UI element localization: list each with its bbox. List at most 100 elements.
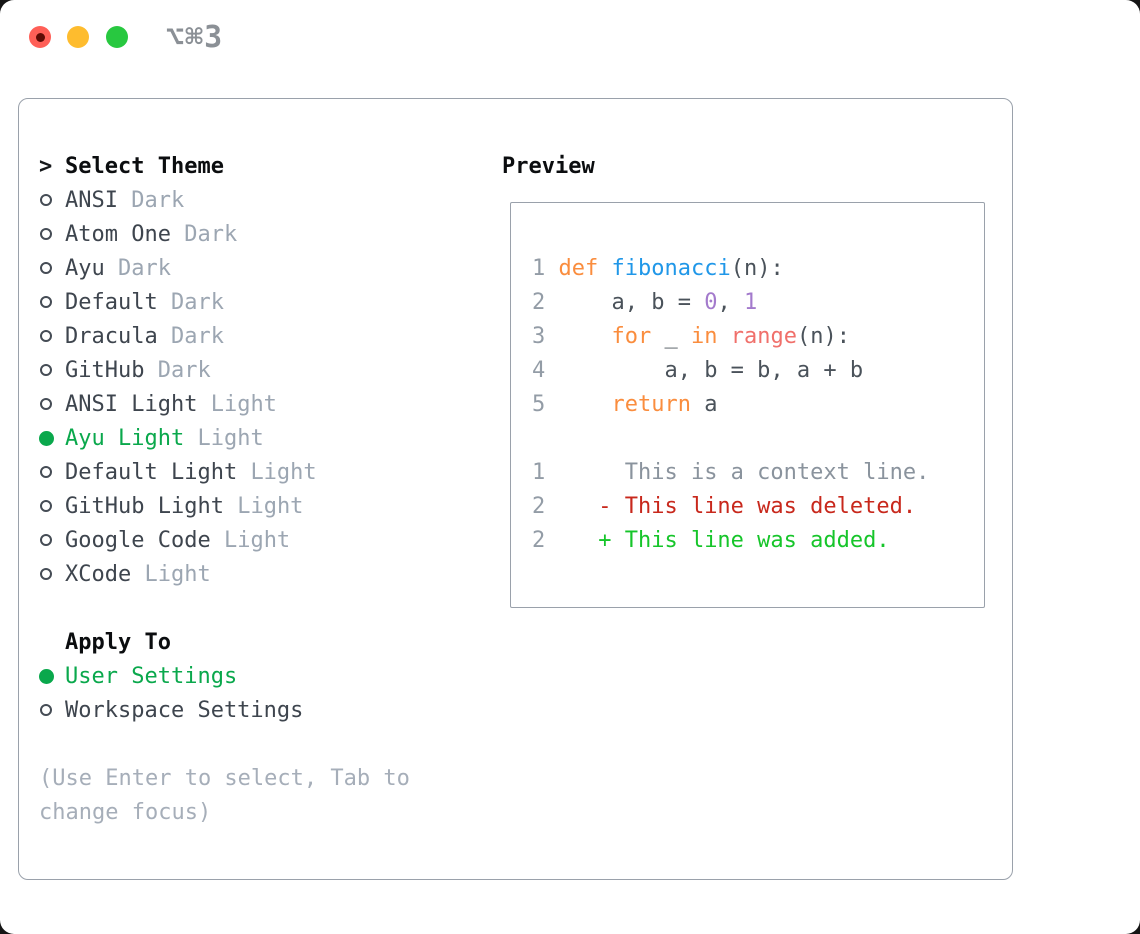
token-fg: (n): xyxy=(730,255,784,281)
apply-option-user-settings[interactable]: User Settings xyxy=(39,659,410,693)
theme-item-variant: Dark xyxy=(170,289,224,315)
theme-item-label: Default xyxy=(65,289,158,315)
diff-line: 2 + This line was added. xyxy=(532,523,984,557)
token-kw: for xyxy=(611,323,652,349)
apply-option-label: Workspace Settings xyxy=(65,697,304,723)
theme-list-header: > Select Theme xyxy=(39,149,410,183)
theme-item-label: Ayu xyxy=(65,255,105,281)
radio-unselected-icon xyxy=(40,262,52,274)
radio-unselected-icon xyxy=(40,296,52,308)
theme-item-variant: Dark xyxy=(131,187,185,213)
minimize-button[interactable] xyxy=(67,26,89,48)
window-shortcut-label: ⌥⌘3 xyxy=(166,19,224,55)
zoom-button[interactable] xyxy=(106,26,128,48)
theme-item-variant: Dark xyxy=(157,357,211,383)
token-fg: a, b = xyxy=(545,289,705,315)
token-lineno: 2 xyxy=(532,527,546,553)
apply-to-title: Apply To xyxy=(65,629,171,655)
token-kw: return xyxy=(611,391,691,417)
radio-unselected-icon xyxy=(40,466,52,478)
theme-item-atom-one[interactable]: Atom One Dark xyxy=(39,217,410,251)
theme-item-xcode[interactable]: XCode Light xyxy=(39,557,410,591)
theme-item-dracula[interactable]: Dracula Dark xyxy=(39,319,410,353)
token-fg: , xyxy=(717,289,744,315)
token-lineno: 1 xyxy=(532,459,546,485)
token-ctx: This is a context line. xyxy=(545,459,930,485)
token-lineno: 5 xyxy=(532,391,546,417)
token-num: 0 xyxy=(704,289,718,315)
token-lineno: 2 xyxy=(532,493,546,519)
theme-list-title: Select Theme xyxy=(65,153,224,179)
radio-unselected-icon xyxy=(40,330,52,342)
theme-item-ansi-light[interactable]: ANSI Light Light xyxy=(39,387,410,421)
radio-unselected-icon xyxy=(40,228,52,240)
apply-option-label: User Settings xyxy=(65,663,238,689)
hint-line: change focus) xyxy=(39,799,212,825)
theme-item-ayu-light[interactable]: Ayu Light Light xyxy=(39,421,410,455)
theme-item-variant: Light xyxy=(144,561,211,587)
close-button[interactable] xyxy=(29,26,51,48)
token-add: + This line was added. xyxy=(545,527,890,553)
radio-unselected-icon xyxy=(40,398,52,410)
theme-item-variant: Dark xyxy=(170,323,224,349)
code-line: 4 a, b = b, a + b xyxy=(532,353,984,387)
theme-item-variant: Light xyxy=(210,391,277,417)
token-call: range xyxy=(730,323,797,349)
token-fn: fibonacci xyxy=(611,255,731,281)
token-fg xyxy=(545,392,611,417)
token-fg xyxy=(717,324,730,349)
token-lineno: 1 xyxy=(532,255,559,281)
theme-item-default-light[interactable]: Default Light Light xyxy=(39,455,410,489)
title-bar: ⌥⌘3 xyxy=(0,0,1140,74)
theme-item-label: GitHub xyxy=(65,357,145,383)
code-line: 5 return a xyxy=(532,387,984,421)
theme-item-variant: Light xyxy=(223,527,291,553)
token-kw: def xyxy=(558,255,612,281)
theme-item-variant: Light xyxy=(237,493,304,519)
radio-unselected-icon xyxy=(40,704,52,716)
token-fg: (n): xyxy=(796,323,850,349)
theme-item-google-code[interactable]: Google Code Light xyxy=(39,523,410,557)
radio-selected-icon xyxy=(39,668,54,684)
theme-item-github-light[interactable]: GitHub Light Light xyxy=(39,489,410,523)
keyboard-hint: (Use Enter to select, Tab to change focu… xyxy=(39,761,410,829)
theme-item-variant: Light xyxy=(197,425,264,451)
code-line: 1 def fibonacci(n): xyxy=(532,251,984,285)
radio-unselected-icon xyxy=(40,568,52,580)
theme-item-label: Atom One xyxy=(65,221,171,247)
theme-item-variant: Light xyxy=(250,459,317,485)
theme-item-default[interactable]: Default Dark xyxy=(39,285,410,319)
theme-item-label: Google Code xyxy=(65,527,211,553)
preview-title: Preview xyxy=(502,153,595,179)
cursor-icon: > xyxy=(39,153,53,179)
code-line: 2 a, b = 0, 1 xyxy=(532,285,984,319)
token-lineno: 3 xyxy=(532,323,546,349)
apply-to-header: Apply To xyxy=(39,625,410,659)
theme-item-ayu[interactable]: Ayu Dark xyxy=(39,251,410,285)
theme-item-label: Dracula xyxy=(65,323,158,349)
token-fg: a xyxy=(690,391,718,417)
theme-item-label: Default Light xyxy=(65,459,238,485)
hint-line: (Use Enter to select, Tab to xyxy=(39,765,410,791)
token-fg: a, b = b, a + b xyxy=(545,357,864,383)
theme-item-ansi[interactable]: ANSI Dark xyxy=(39,183,410,217)
radio-unselected-icon xyxy=(40,364,52,376)
diff-line: 2 - This line was deleted. xyxy=(532,489,984,523)
theme-item-label: Ayu Light xyxy=(65,425,185,451)
theme-item-github[interactable]: GitHub Dark xyxy=(39,353,410,387)
radio-selected-icon xyxy=(39,430,54,446)
token-del: - This line was deleted. xyxy=(545,493,917,519)
theme-item-label: XCode xyxy=(65,561,132,587)
theme-item-label: ANSI Light xyxy=(65,391,198,417)
theme-item-variant: Dark xyxy=(118,255,171,281)
diff-line: 1 This is a context line. xyxy=(532,455,984,489)
theme-item-label: GitHub Light xyxy=(65,493,224,519)
token-kw: in xyxy=(690,323,718,349)
apply-option-workspace-settings[interactable]: Workspace Settings xyxy=(39,693,410,727)
token-lineno: 2 xyxy=(532,289,546,315)
